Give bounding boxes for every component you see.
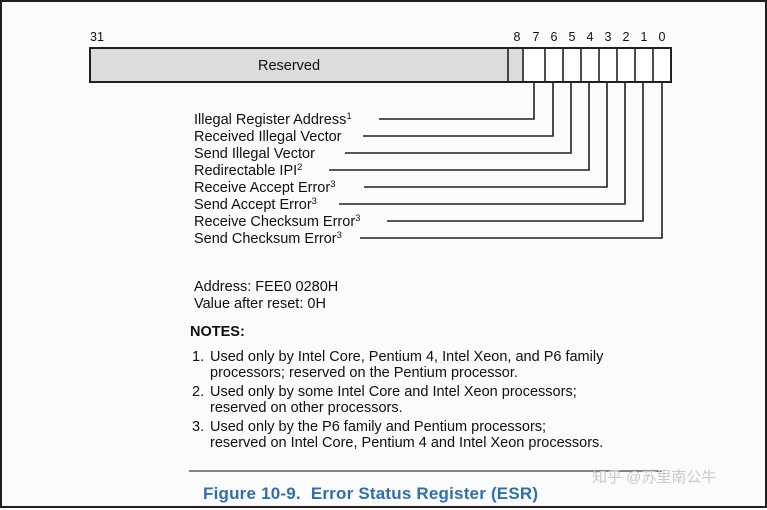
note-2-line-1: Used only by some Intel Core and Intel X… (210, 384, 577, 400)
bit-number-row: 31 8 7 6 5 4 3 2 1 0 (90, 30, 666, 44)
note-2-line-2: reserved on other processors. (210, 400, 403, 416)
bit-label-2: 2 (623, 30, 630, 44)
field-label-send-illegal-vector: Send Illegal Vector (194, 146, 315, 162)
field-label-send-checksum-error: Send Checksum Error3 (194, 230, 342, 247)
leader-line-bit-1 (387, 82, 644, 222)
figure-caption: Figure 10-9.Error Status Register (ESR) (203, 484, 538, 503)
note-2-number: 2. (192, 384, 204, 400)
note-1-line-1: Used only by Intel Core, Pentium 4, Inte… (210, 349, 604, 365)
bit-label-5: 5 (569, 30, 576, 44)
leader-line-bit-7 (379, 82, 535, 120)
bit-cells-fill (523, 48, 671, 82)
notes-heading: NOTES: (190, 324, 245, 340)
reserved-field-label: Reserved (258, 58, 320, 74)
field-label-receive-accept-error: Receive Accept Error3 (194, 179, 336, 196)
bit-label-3: 3 (605, 30, 612, 44)
register-outline (89, 47, 672, 83)
register-reset-value: Value after reset: 0H (194, 296, 326, 312)
bit-label-1: 1 (641, 30, 648, 44)
note-3-number: 3. (192, 419, 204, 435)
field-label-receive-checksum-error: Receive Checksum Error3 (194, 213, 360, 230)
register-address: Address: FEE0 0280H (194, 279, 338, 295)
leader-line-bit-5 (345, 82, 572, 154)
note-3-line-2: reserved on Intel Core, Pentium 4 and In… (210, 435, 603, 451)
notes-section: NOTES: 1. Used only by Intel Core, Penti… (190, 324, 604, 451)
leader-line-bit-4 (329, 82, 590, 171)
note-1-line-2: processors; reserved on the Pentium proc… (210, 365, 518, 381)
bit-label-8: 8 (514, 30, 521, 44)
field-label-redirectable-ipi: Redirectable IPI2 (194, 162, 302, 179)
leader-line-bit-0 (360, 82, 663, 239)
field-label-illegal-register-address: Illegal Register Address1 (194, 111, 352, 128)
bit-label-31: 31 (90, 30, 104, 44)
bit-label-7: 7 (533, 30, 540, 44)
leader-line-bit-6 (363, 82, 554, 137)
leader-lines (329, 82, 663, 239)
note-1-number: 1. (192, 349, 204, 365)
bit-label-0: 0 (659, 30, 666, 44)
leader-line-bit-2 (339, 82, 626, 205)
watermark-text: 知乎 @苏里南公牛 (592, 469, 716, 486)
register-meta: Address: FEE0 0280H Value after reset: 0… (194, 279, 338, 312)
field-label-send-accept-error: Send Accept Error3 (194, 196, 317, 213)
bit-label-4: 4 (587, 30, 594, 44)
reserved-field-fill (90, 48, 523, 82)
note-3-line-1: Used only by the P6 family and Pentium p… (210, 419, 546, 435)
field-labels: Illegal Register Address1 Received Illeg… (194, 111, 360, 247)
bit-label-6: 6 (551, 30, 558, 44)
field-label-received-illegal-vector: Received Illegal Vector (194, 129, 342, 145)
leader-line-bit-3 (364, 82, 608, 188)
register-box: Reserved (89, 47, 672, 83)
